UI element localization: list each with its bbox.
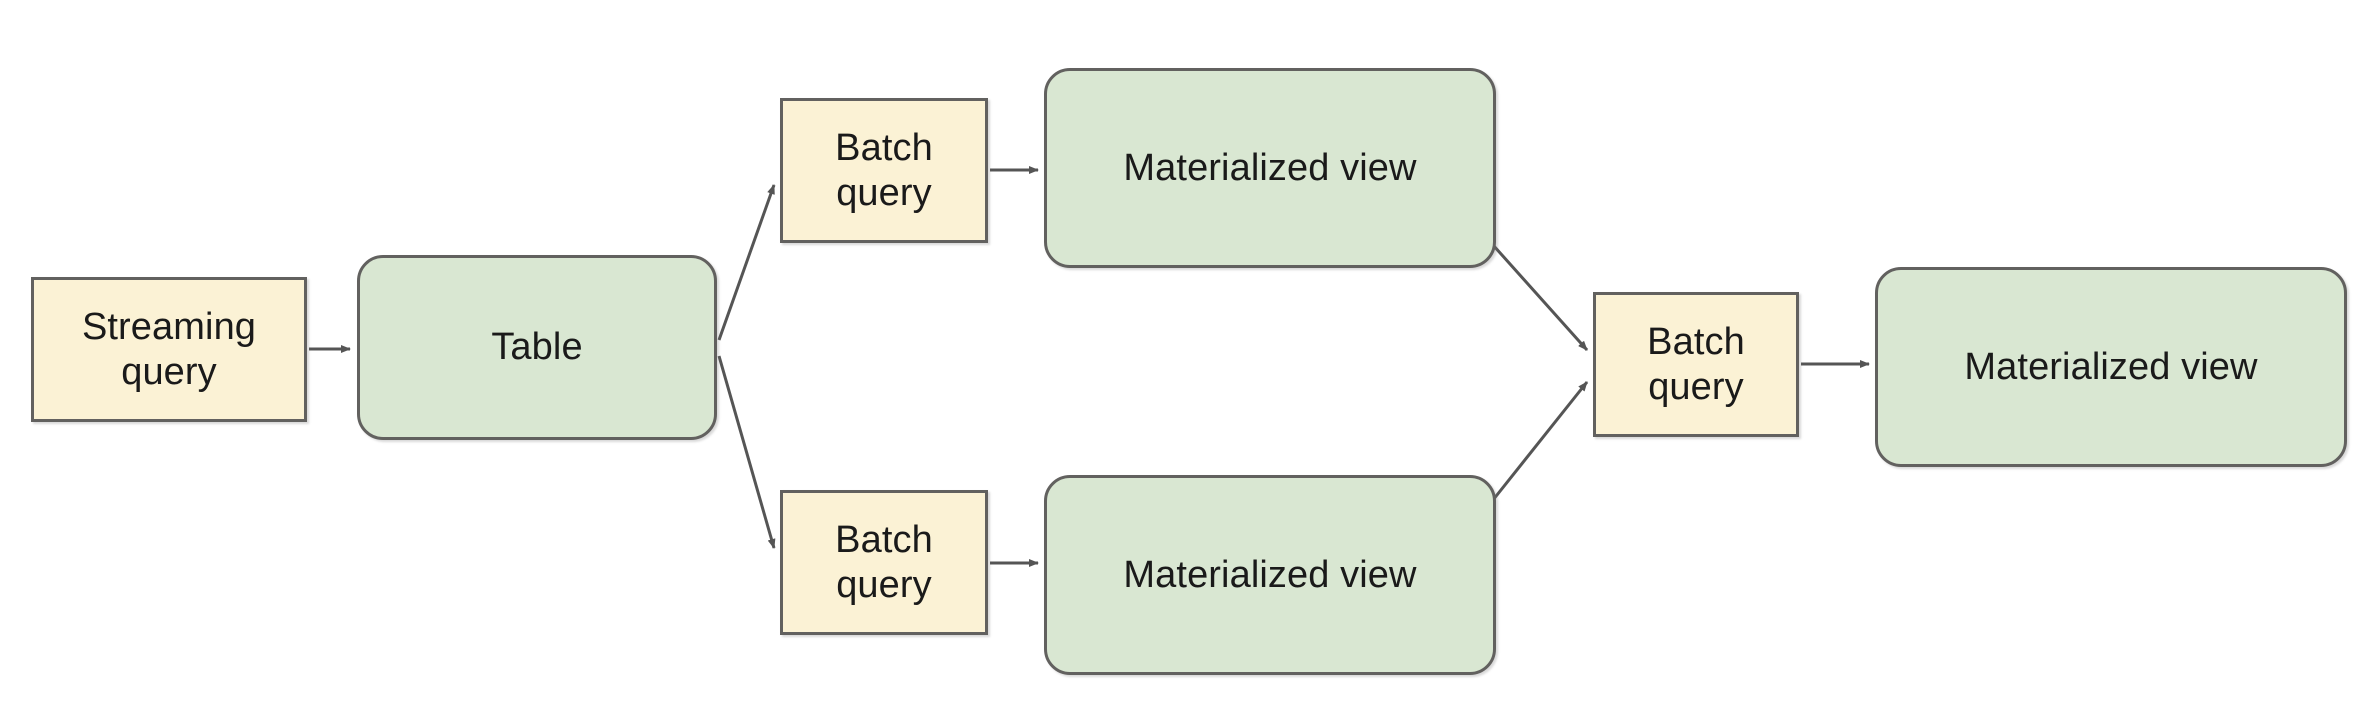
node-materialized-view-bottom[interactable]: Materialized view <box>1044 475 1496 675</box>
node-label: Materialized view <box>1964 345 2258 388</box>
node-label: Materialized view <box>1123 146 1417 189</box>
edge-table-to-batch-bottom <box>717 355 776 549</box>
node-materialized-view-top[interactable]: Materialized view <box>1044 68 1496 268</box>
node-label: Materialized view <box>1123 553 1417 596</box>
node-label: Batch query <box>835 519 933 606</box>
node-label: Streaming query <box>81 306 257 393</box>
node-table[interactable]: Table <box>357 255 717 440</box>
edge-table-to-batch-top <box>717 184 776 341</box>
node-materialized-view-right[interactable]: Materialized view <box>1875 267 2347 467</box>
node-batch-query-center[interactable]: Batch query <box>1593 292 1799 437</box>
edge-mv-top-to-batch-center <box>1491 243 1589 352</box>
node-label: Table <box>491 326 583 369</box>
node-batch-query-top[interactable]: Batch query <box>780 98 988 243</box>
edge-mv-bottom-to-batch-center <box>1491 381 1589 501</box>
node-streaming-query[interactable]: Streaming query <box>31 277 307 422</box>
node-batch-query-bottom[interactable]: Batch query <box>780 490 988 635</box>
node-label: Batch query <box>835 127 933 214</box>
node-label: Batch query <box>1647 321 1745 408</box>
